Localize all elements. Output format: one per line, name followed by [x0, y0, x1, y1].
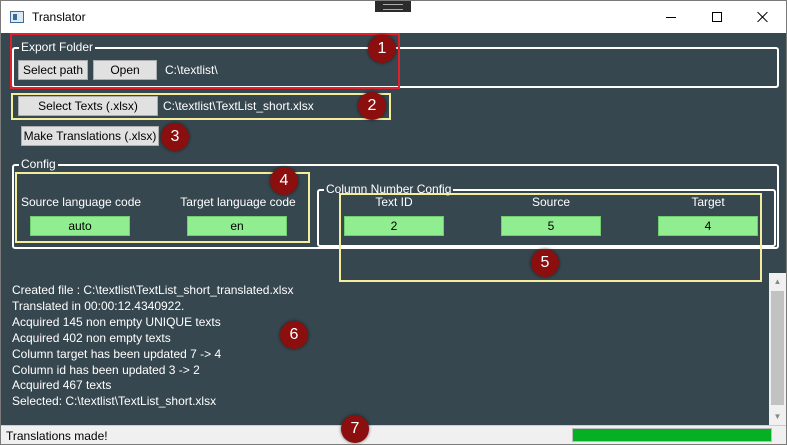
log-line: Column id has been updated 3 -> 2 — [12, 362, 200, 377]
export-folder-title: Export Folder — [19, 40, 96, 54]
title-grip-handle[interactable] — [375, 1, 411, 12]
marker-5: 5 — [531, 249, 559, 277]
marker-7: 7 — [341, 415, 369, 443]
log-line: Acquired 402 non empty texts — [12, 330, 171, 345]
log-line: Column target has been updated 7 -> 4 — [12, 346, 222, 361]
log-line: Acquired 467 texts — [12, 378, 112, 393]
log-line: Acquired 145 non empty UNIQUE texts — [12, 314, 221, 329]
open-folder-button[interactable]: Open — [93, 60, 157, 80]
select-path-button[interactable]: Select path — [18, 60, 88, 80]
marker-4: 4 — [270, 167, 298, 195]
app-icon — [10, 11, 24, 23]
log-output: Created file : C:\textlist\TextList_shor… — [12, 283, 293, 410]
annotation-box-5 — [339, 193, 762, 282]
status-text: Translations made! — [6, 429, 108, 443]
maximize-icon — [712, 12, 722, 22]
minimize-button[interactable] — [648, 1, 694, 33]
column-config-title: Column Number Config — [324, 182, 454, 196]
marker-1: 1 — [368, 35, 396, 63]
log-line: Created file : C:\textlist\TextList_shor… — [12, 283, 294, 297]
log-scrollbar[interactable]: ▲ ▼ — [769, 273, 786, 425]
status-bar: Translations made! — [1, 425, 786, 444]
marker-3: 3 — [161, 123, 189, 151]
text-id-field[interactable]: 2 — [344, 216, 444, 236]
log-line: Translated in 00:00:12.4340922. — [12, 298, 185, 313]
selected-texts-path: C:\textlist\TextList_short.xlsx — [163, 99, 314, 113]
close-icon — [757, 11, 769, 23]
source-column-label: Source — [531, 195, 571, 209]
export-folder-path: C:\textlist\ — [165, 63, 218, 77]
make-translations-button[interactable]: Make Translations (.xlsx) — [21, 126, 159, 146]
target-language-field[interactable]: en — [187, 216, 287, 236]
source-language-label: Source language code — [20, 195, 142, 209]
title-bar[interactable]: Translator — [1, 1, 786, 33]
minimize-icon — [666, 16, 676, 18]
progress-fill — [573, 429, 771, 441]
close-button[interactable] — [740, 1, 786, 33]
window-title: Translator — [32, 10, 86, 24]
annotation-box-2 — [11, 93, 391, 120]
marker-2: 2 — [358, 92, 386, 120]
select-texts-button[interactable]: Select Texts (.xlsx) — [18, 96, 158, 116]
text-id-label: Text ID — [375, 195, 413, 209]
source-column-field[interactable]: 5 — [501, 216, 601, 236]
progress-bar — [572, 428, 772, 442]
scroll-down-icon[interactable]: ▼ — [773, 412, 782, 421]
config-group: Config — [12, 157, 779, 249]
source-language-field[interactable]: auto — [30, 216, 130, 236]
annotation-box-4 — [15, 172, 310, 243]
target-column-label: Target — [691, 195, 725, 209]
marker-6: 6 — [280, 321, 308, 349]
column-config-group: Column Number Config — [317, 182, 776, 247]
target-column-field[interactable]: 4 — [658, 216, 758, 236]
maximize-button[interactable] — [694, 1, 740, 33]
target-language-label: Target language code — [180, 195, 296, 209]
annotation-box-1 — [10, 33, 400, 89]
scroll-up-icon[interactable]: ▲ — [773, 277, 782, 286]
scroll-thumb[interactable] — [771, 291, 784, 405]
config-title: Config — [19, 157, 58, 171]
log-line: Selected: C:\textlist\TextList_short.xls… — [12, 394, 217, 409]
